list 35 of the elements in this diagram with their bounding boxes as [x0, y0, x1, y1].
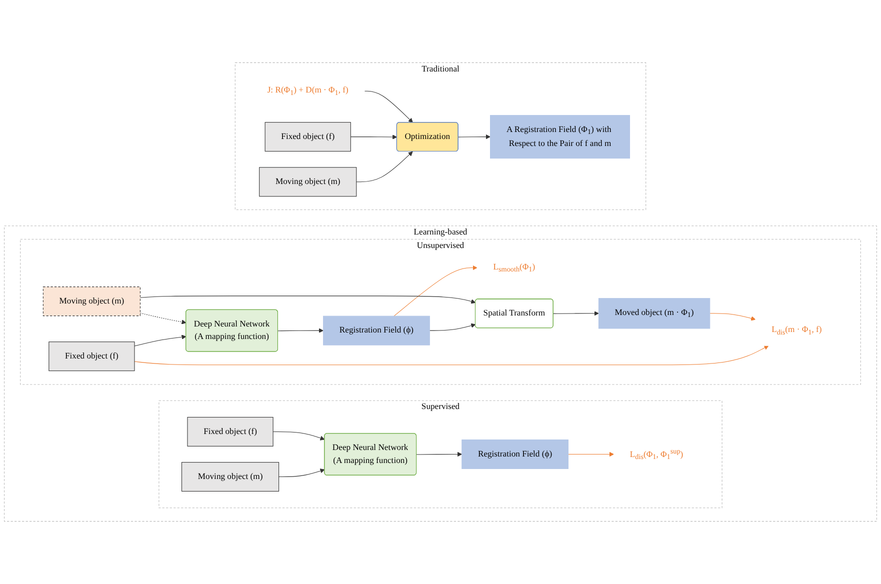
node-box: [259, 167, 357, 197]
arrow: [272, 431, 325, 440]
arrow: [350, 134, 398, 140]
cluster: [4, 226, 877, 522]
arrow: [553, 311, 599, 316]
cluster: [234, 62, 646, 210]
arrow: [278, 328, 324, 333]
node-box: [42, 286, 140, 316]
arrow: [134, 334, 186, 346]
node-text: J: R(Φ$_{1}$) + D(m · Φ$_{1}$, f): [267, 86, 348, 97]
arrow: [356, 151, 413, 182]
arrow: [458, 134, 490, 140]
node-box: [323, 316, 430, 346]
arrow: [364, 90, 413, 123]
node-text: L$_{dis}$(m · Φ$_{1}$, f): [772, 325, 822, 336]
arrow: [140, 296, 476, 304]
arrow: [140, 312, 186, 324]
node-box: [48, 342, 135, 372]
node-box: [598, 298, 710, 329]
node-text: L$_{dis}$(Φ$_{1}$, Φ$_{1}$$^{sup}$): [630, 447, 684, 461]
node-box: [490, 115, 630, 159]
node-box: [187, 416, 274, 446]
cluster: [20, 239, 861, 385]
node-box: [462, 440, 568, 470]
arrow: [416, 452, 462, 457]
node-box: [264, 122, 351, 152]
arrow: [278, 468, 325, 478]
node-text: L$_{smooth}$(Φ$_{1}$): [493, 262, 536, 274]
cluster: [158, 400, 722, 508]
arrow: [568, 452, 614, 457]
node-box: [181, 462, 280, 492]
arrow: [134, 345, 769, 366]
arrow: [710, 313, 756, 321]
arrow: [429, 323, 476, 331]
arrow: [394, 265, 478, 316]
